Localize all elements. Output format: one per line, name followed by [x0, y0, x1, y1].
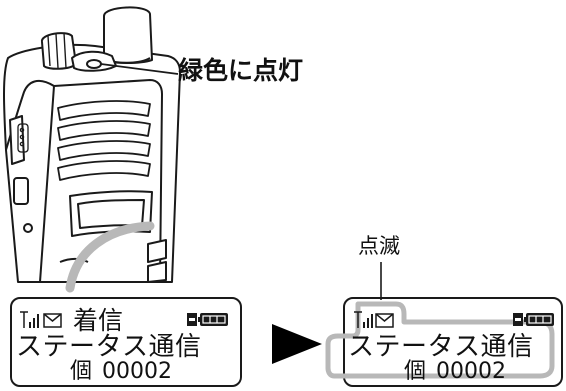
envelope-icon [43, 313, 62, 328]
arrow-right-icon [272, 324, 322, 364]
lcd-count-value: 00002 [436, 359, 506, 384]
lcd-count-prefix: 個 [70, 359, 93, 384]
envelope-icon [375, 313, 394, 328]
led-icon [86, 59, 102, 69]
lcd-screen-before [10, 297, 242, 387]
lcd-count-value: 00002 [102, 359, 172, 384]
antenna-signal-icon [354, 311, 373, 328]
zoom-arc [65, 221, 155, 293]
callout-label: 緑色に点灯 [178, 56, 304, 85]
lcd-message: ステータス通信 [348, 332, 534, 362]
blink-highlight [325, 301, 555, 379]
lcd-count-prefix: 個 [404, 359, 427, 384]
lcd-title: 着信 [73, 306, 124, 335]
antenna-signal-icon [20, 311, 39, 328]
callout-line [100, 63, 179, 75]
battery-icon [187, 313, 228, 326]
battery-icon [513, 313, 554, 326]
radio-body [3, 6, 181, 283]
blink-label: 点滅 [358, 234, 400, 258]
lcd-message: ステータス通信 [16, 332, 202, 362]
